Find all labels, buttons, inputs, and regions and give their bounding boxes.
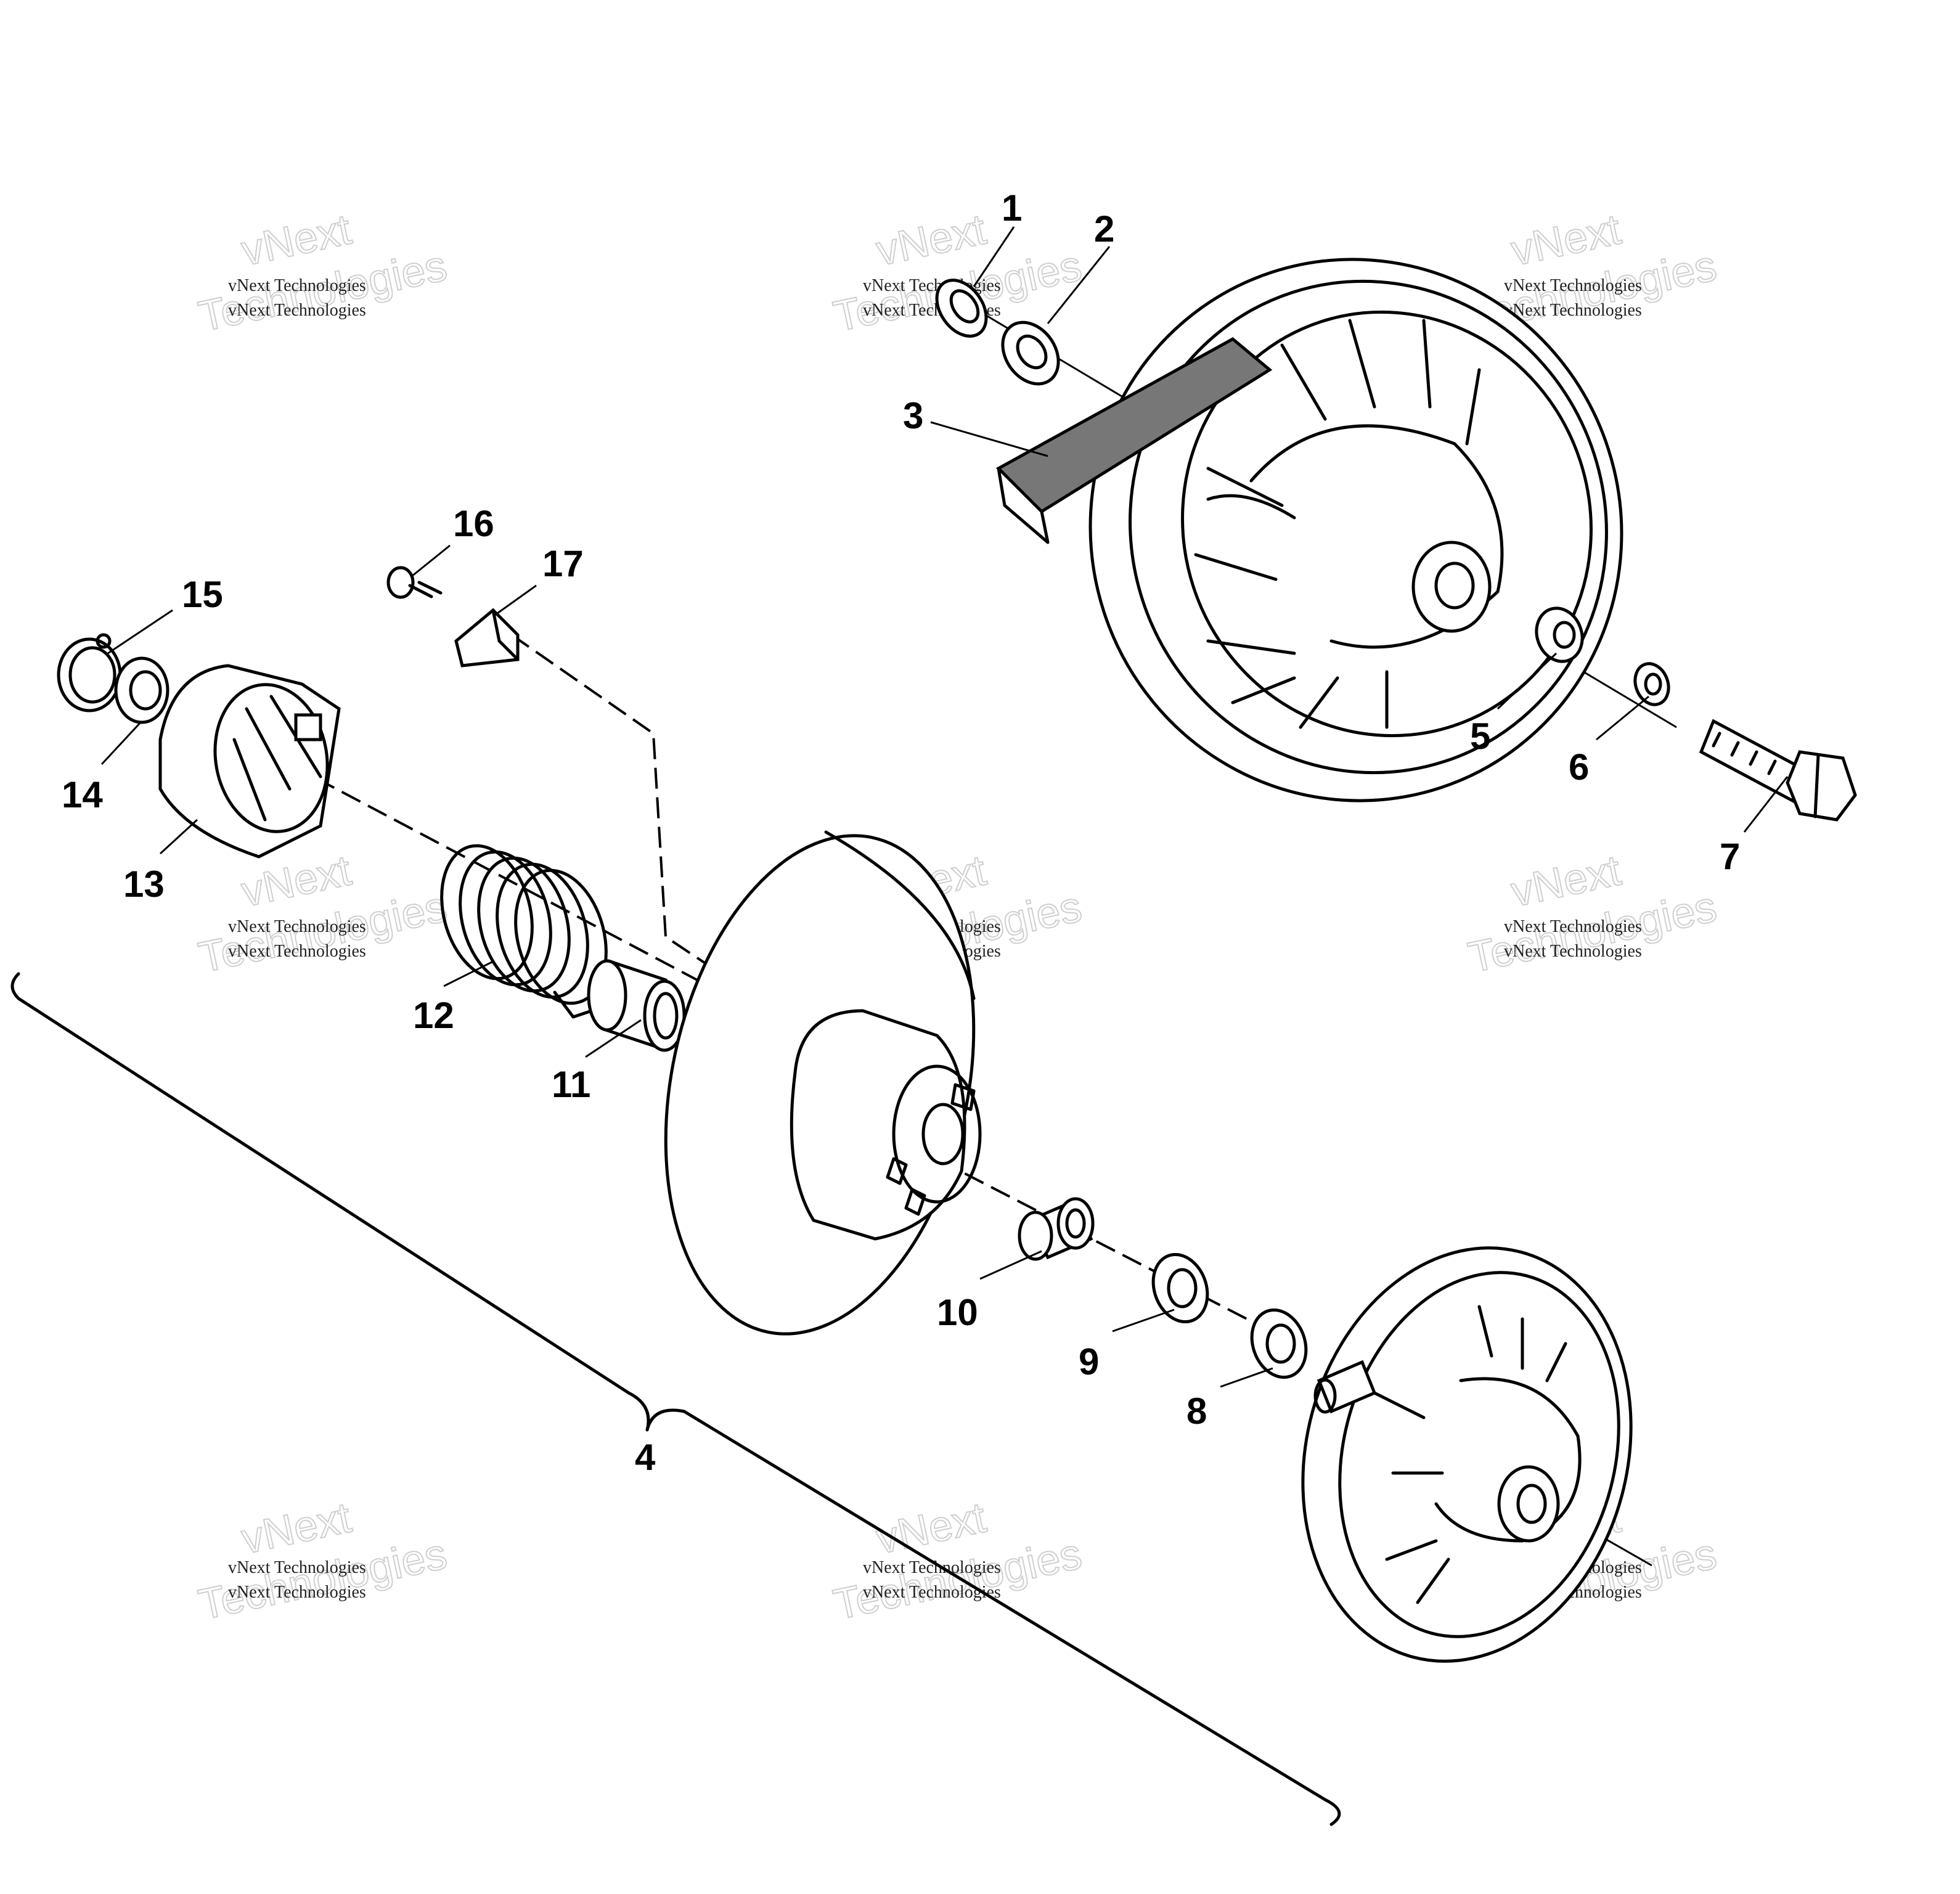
assembly-brace <box>10 972 1341 1826</box>
moveable-sheave <box>664 830 982 1336</box>
callout-4: 4 <box>635 1437 656 1478</box>
callout-labels: 1 2 3 4 5 6 7 8 9 10 11 12 13 14 15 16 1… <box>62 187 1740 1478</box>
leader-lines <box>100 226 1789 1388</box>
callout-1: 1 <box>1002 187 1022 229</box>
part-15-snap-ring <box>57 633 122 712</box>
watermark-text: vNext Technologies <box>228 276 366 295</box>
part-14-washer <box>114 656 169 724</box>
watermark-text: vNext Technologies <box>1504 917 1642 936</box>
callout-10: 10 <box>937 1292 978 1333</box>
part-12-spring <box>440 844 608 1019</box>
part-3-belt <box>995 337 1273 514</box>
part-7-bolt <box>1699 719 1857 822</box>
watermark-text: vNext Technologies <box>228 301 366 320</box>
part-5-spacer <box>1535 606 1584 663</box>
fixed-sheave <box>1301 1246 1633 1663</box>
callout-7: 7 <box>1720 836 1740 877</box>
watermark-text: vNext Technologies <box>228 1583 366 1602</box>
watermark-text: vNext Technologies <box>1504 276 1642 295</box>
part-9-washer <box>1151 1252 1209 1324</box>
callout-2: 2 <box>1094 208 1114 250</box>
callout-13: 13 <box>123 863 165 905</box>
callout-12: 12 <box>413 995 454 1036</box>
watermark-text: vNext Technologies <box>863 276 1001 295</box>
callout-5: 5 <box>1470 716 1490 757</box>
watermark-text: vNext Technologies <box>863 1583 1001 1602</box>
part-2-washer <box>1001 320 1060 386</box>
callout-14: 14 <box>62 774 103 815</box>
callout-11: 11 <box>552 1064 590 1105</box>
part-1-nut <box>935 279 988 338</box>
callout-17: 17 <box>542 543 584 584</box>
callout-9: 9 <box>1079 1341 1099 1382</box>
callout-16: 16 <box>453 503 494 544</box>
part-6-lock-washer <box>1633 662 1670 706</box>
part-11-bushing <box>587 959 686 1052</box>
watermark-text: vNext Technologies <box>1504 942 1642 961</box>
watermark-text: vNext Technologies <box>228 942 366 961</box>
callout-15: 15 <box>182 574 223 615</box>
callout-6: 6 <box>1569 746 1589 788</box>
watermark-text: vNext Technologies <box>228 1558 366 1577</box>
watermark-text: vNext Technologies <box>228 917 366 936</box>
drive-sheave <box>995 258 1623 802</box>
watermark-text: vNext Technologies <box>1504 301 1642 320</box>
part-10-bushing <box>1018 1197 1095 1261</box>
part-17-slider <box>454 608 520 667</box>
part-8-washer <box>1250 1308 1308 1379</box>
callout-8: 8 <box>1186 1390 1207 1432</box>
part-16-screw <box>386 566 443 599</box>
part-13-cam <box>158 664 341 859</box>
callout-3: 3 <box>903 395 923 436</box>
